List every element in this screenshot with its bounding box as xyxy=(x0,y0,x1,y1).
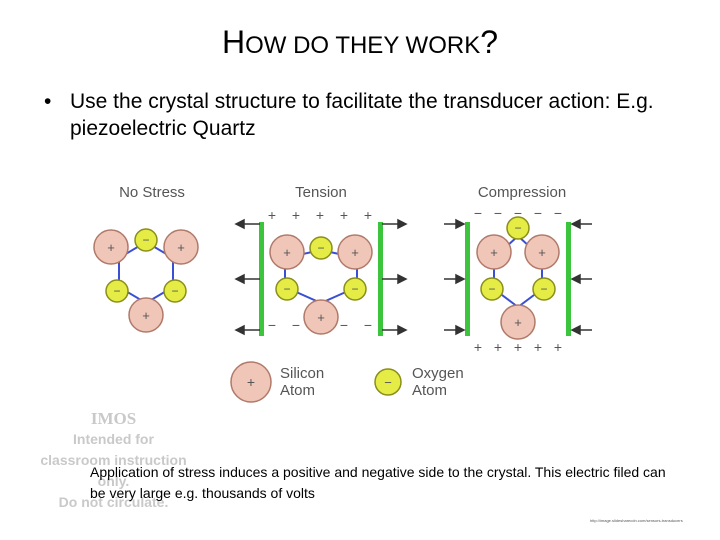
slide-title: HOW DO THEY WORK? xyxy=(0,24,720,61)
oxygen-atom xyxy=(105,279,129,303)
watermark-line5: Do not circulate. xyxy=(58,494,169,510)
svg-text:+: + xyxy=(514,339,522,355)
silicon-atom xyxy=(128,297,164,333)
title-rest: OW DO THEY WORK xyxy=(245,32,481,59)
tension-arrows xyxy=(234,218,408,336)
legend-silicon-swatch xyxy=(230,361,272,403)
svg-text:+: + xyxy=(268,207,276,223)
legend-oxygen-line2: Atom xyxy=(412,382,447,399)
watermark-line3: classroom instruction xyxy=(40,452,187,468)
svg-text:+: + xyxy=(554,339,562,355)
bullet-text: Use the crystal structure to facilitate … xyxy=(70,90,654,140)
svg-text:+: + xyxy=(474,339,482,355)
svg-text:+: + xyxy=(292,207,300,223)
svg-text:−: − xyxy=(514,205,522,221)
svg-text:−: − xyxy=(534,205,542,221)
svg-text:−: − xyxy=(113,284,120,298)
watermark: IMOS Intended for classroom instruction … xyxy=(26,408,201,513)
silicon-atom xyxy=(303,299,339,335)
svg-text:+: + xyxy=(494,339,502,355)
svg-text:−: − xyxy=(142,233,149,247)
svg-text:+: + xyxy=(364,207,372,223)
electrode-plate xyxy=(566,222,571,336)
oxygen-atom xyxy=(275,277,299,301)
label-tension: Tension xyxy=(295,184,347,201)
svg-text:−: − xyxy=(384,375,392,390)
watermark-line4: only. xyxy=(97,473,130,489)
caption: Application of stress induces a positive… xyxy=(90,464,666,501)
svg-text:+: + xyxy=(317,310,325,325)
oxygen-atom xyxy=(343,277,367,301)
structure-compression: − − − − − + + + + + + + + − − − xyxy=(444,205,592,355)
watermark-line1: IMOS xyxy=(90,409,137,428)
svg-text:+: + xyxy=(142,308,150,323)
svg-text:−: − xyxy=(554,205,562,221)
bullet-dot: • xyxy=(44,90,52,113)
svg-text:+: + xyxy=(534,339,542,355)
svg-text:−: − xyxy=(474,205,482,221)
svg-text:−: − xyxy=(351,282,358,296)
svg-text:+: + xyxy=(514,315,522,330)
electrode-plate xyxy=(465,222,470,336)
electrode-plate xyxy=(259,222,264,336)
svg-text:−: − xyxy=(488,282,495,296)
oxygen-atom xyxy=(506,216,530,240)
watermark-line2: Intended for xyxy=(73,431,154,447)
svg-text:+: + xyxy=(177,240,185,255)
title-end: ? xyxy=(480,24,499,60)
oxygen-atom xyxy=(480,277,504,301)
silicon-atom xyxy=(163,229,199,265)
legend: + Silicon Atom − Oxygen Atom xyxy=(230,361,464,403)
silicon-atom xyxy=(500,304,536,340)
svg-text:−: − xyxy=(494,205,502,221)
silicon-atom xyxy=(269,234,305,270)
source-credit: http://image.slidesharecdn.com/sensors-t… xyxy=(590,518,683,523)
svg-text:−: − xyxy=(283,282,290,296)
compression-arrows xyxy=(444,218,592,336)
svg-text:−: − xyxy=(540,282,547,296)
structure-tension: + + + + + − − − − − + + + − − − xyxy=(234,207,408,336)
svg-text:+: + xyxy=(316,207,324,223)
legend-oxygen-line1: Oxygen xyxy=(412,365,464,382)
svg-text:−: − xyxy=(268,317,276,333)
oxygen-atom xyxy=(134,228,158,252)
svg-text:+: + xyxy=(283,245,291,260)
svg-text:+: + xyxy=(538,245,546,260)
svg-text:+: + xyxy=(107,240,115,255)
silicon-atom xyxy=(524,234,560,270)
legend-silicon-line2: Atom xyxy=(280,382,315,399)
structure-no-stress: + + + − − − xyxy=(93,228,199,333)
quartz-crystal-diagram: No Stress Tension Compression + + + − − … xyxy=(93,184,592,403)
svg-text:−: − xyxy=(340,317,348,333)
svg-text:+: + xyxy=(351,245,359,260)
svg-text:−: − xyxy=(171,284,178,298)
svg-text:+: + xyxy=(247,374,255,390)
svg-text:+: + xyxy=(490,245,498,260)
oxygen-atom xyxy=(163,279,187,303)
legend-oxygen-swatch xyxy=(374,368,402,396)
electrode-plate xyxy=(378,222,383,336)
oxygen-atom xyxy=(309,236,333,260)
title-first-letter: H xyxy=(221,24,246,60)
svg-text:−: − xyxy=(317,241,324,255)
silicon-atom xyxy=(337,234,373,270)
legend-silicon-line1: Silicon xyxy=(280,365,324,382)
silicon-atom xyxy=(93,229,129,265)
silicon-atom xyxy=(476,234,512,270)
oxygen-atom xyxy=(532,277,556,301)
label-no-stress: No Stress xyxy=(119,184,185,201)
svg-text:+: + xyxy=(340,207,348,223)
svg-text:−: − xyxy=(514,221,521,235)
svg-text:−: − xyxy=(364,317,372,333)
label-compression: Compression xyxy=(478,184,566,201)
svg-text:−: − xyxy=(292,317,300,333)
